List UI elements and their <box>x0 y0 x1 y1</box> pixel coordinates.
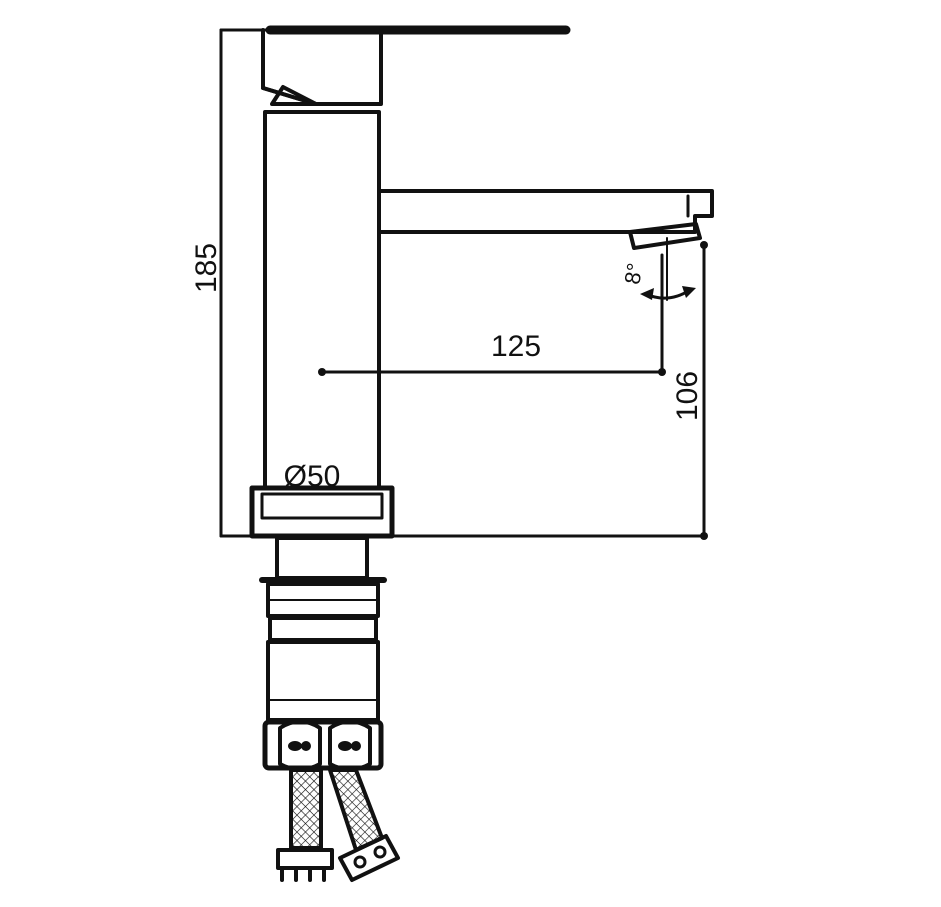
connector-hole-left-a <box>288 741 302 751</box>
base-flange: Ø50 <box>249 460 395 539</box>
body-column <box>263 110 381 490</box>
faucet-body <box>263 110 381 490</box>
dimension-spout-reach: 125 <box>318 330 666 376</box>
dimension-dot-right <box>658 368 666 376</box>
dimension-dot-left <box>318 368 326 376</box>
shank <box>275 536 369 580</box>
dimension-label-125: 125 <box>491 330 541 363</box>
nut-ring <box>268 616 378 642</box>
dimension-spout-height: 106 <box>388 241 708 540</box>
lock-nut <box>266 640 380 722</box>
dimension-label-185: 185 <box>190 243 223 293</box>
spout-aerator <box>628 222 702 250</box>
hose-right <box>328 768 384 852</box>
connector-right <box>328 719 372 772</box>
dimension-total-height: 185 <box>190 28 272 538</box>
handle-cartridge-cap <box>270 85 318 106</box>
connector-block <box>262 719 384 771</box>
dimension-label-106: 106 <box>671 371 704 421</box>
braided-hoses <box>276 768 400 882</box>
angle-arrow-left <box>640 288 654 300</box>
hose-connectors <box>262 719 384 772</box>
handle-lever <box>261 25 571 106</box>
hose-right-fitting <box>338 834 400 882</box>
dimension-spout-angle: 8° <box>619 253 696 374</box>
hose-left-fitting <box>276 848 334 870</box>
hose-left <box>289 768 323 850</box>
dimension-label-angle: 8° <box>619 261 647 286</box>
spout <box>379 189 714 301</box>
angle-arrow-right <box>682 286 696 298</box>
spout-arm <box>379 189 714 234</box>
connector-left <box>278 719 322 772</box>
connector-hole-right-a <box>338 741 352 751</box>
mounting-assembly <box>259 536 387 722</box>
flange-inner <box>260 492 384 520</box>
dimension-dot-top <box>700 241 708 249</box>
